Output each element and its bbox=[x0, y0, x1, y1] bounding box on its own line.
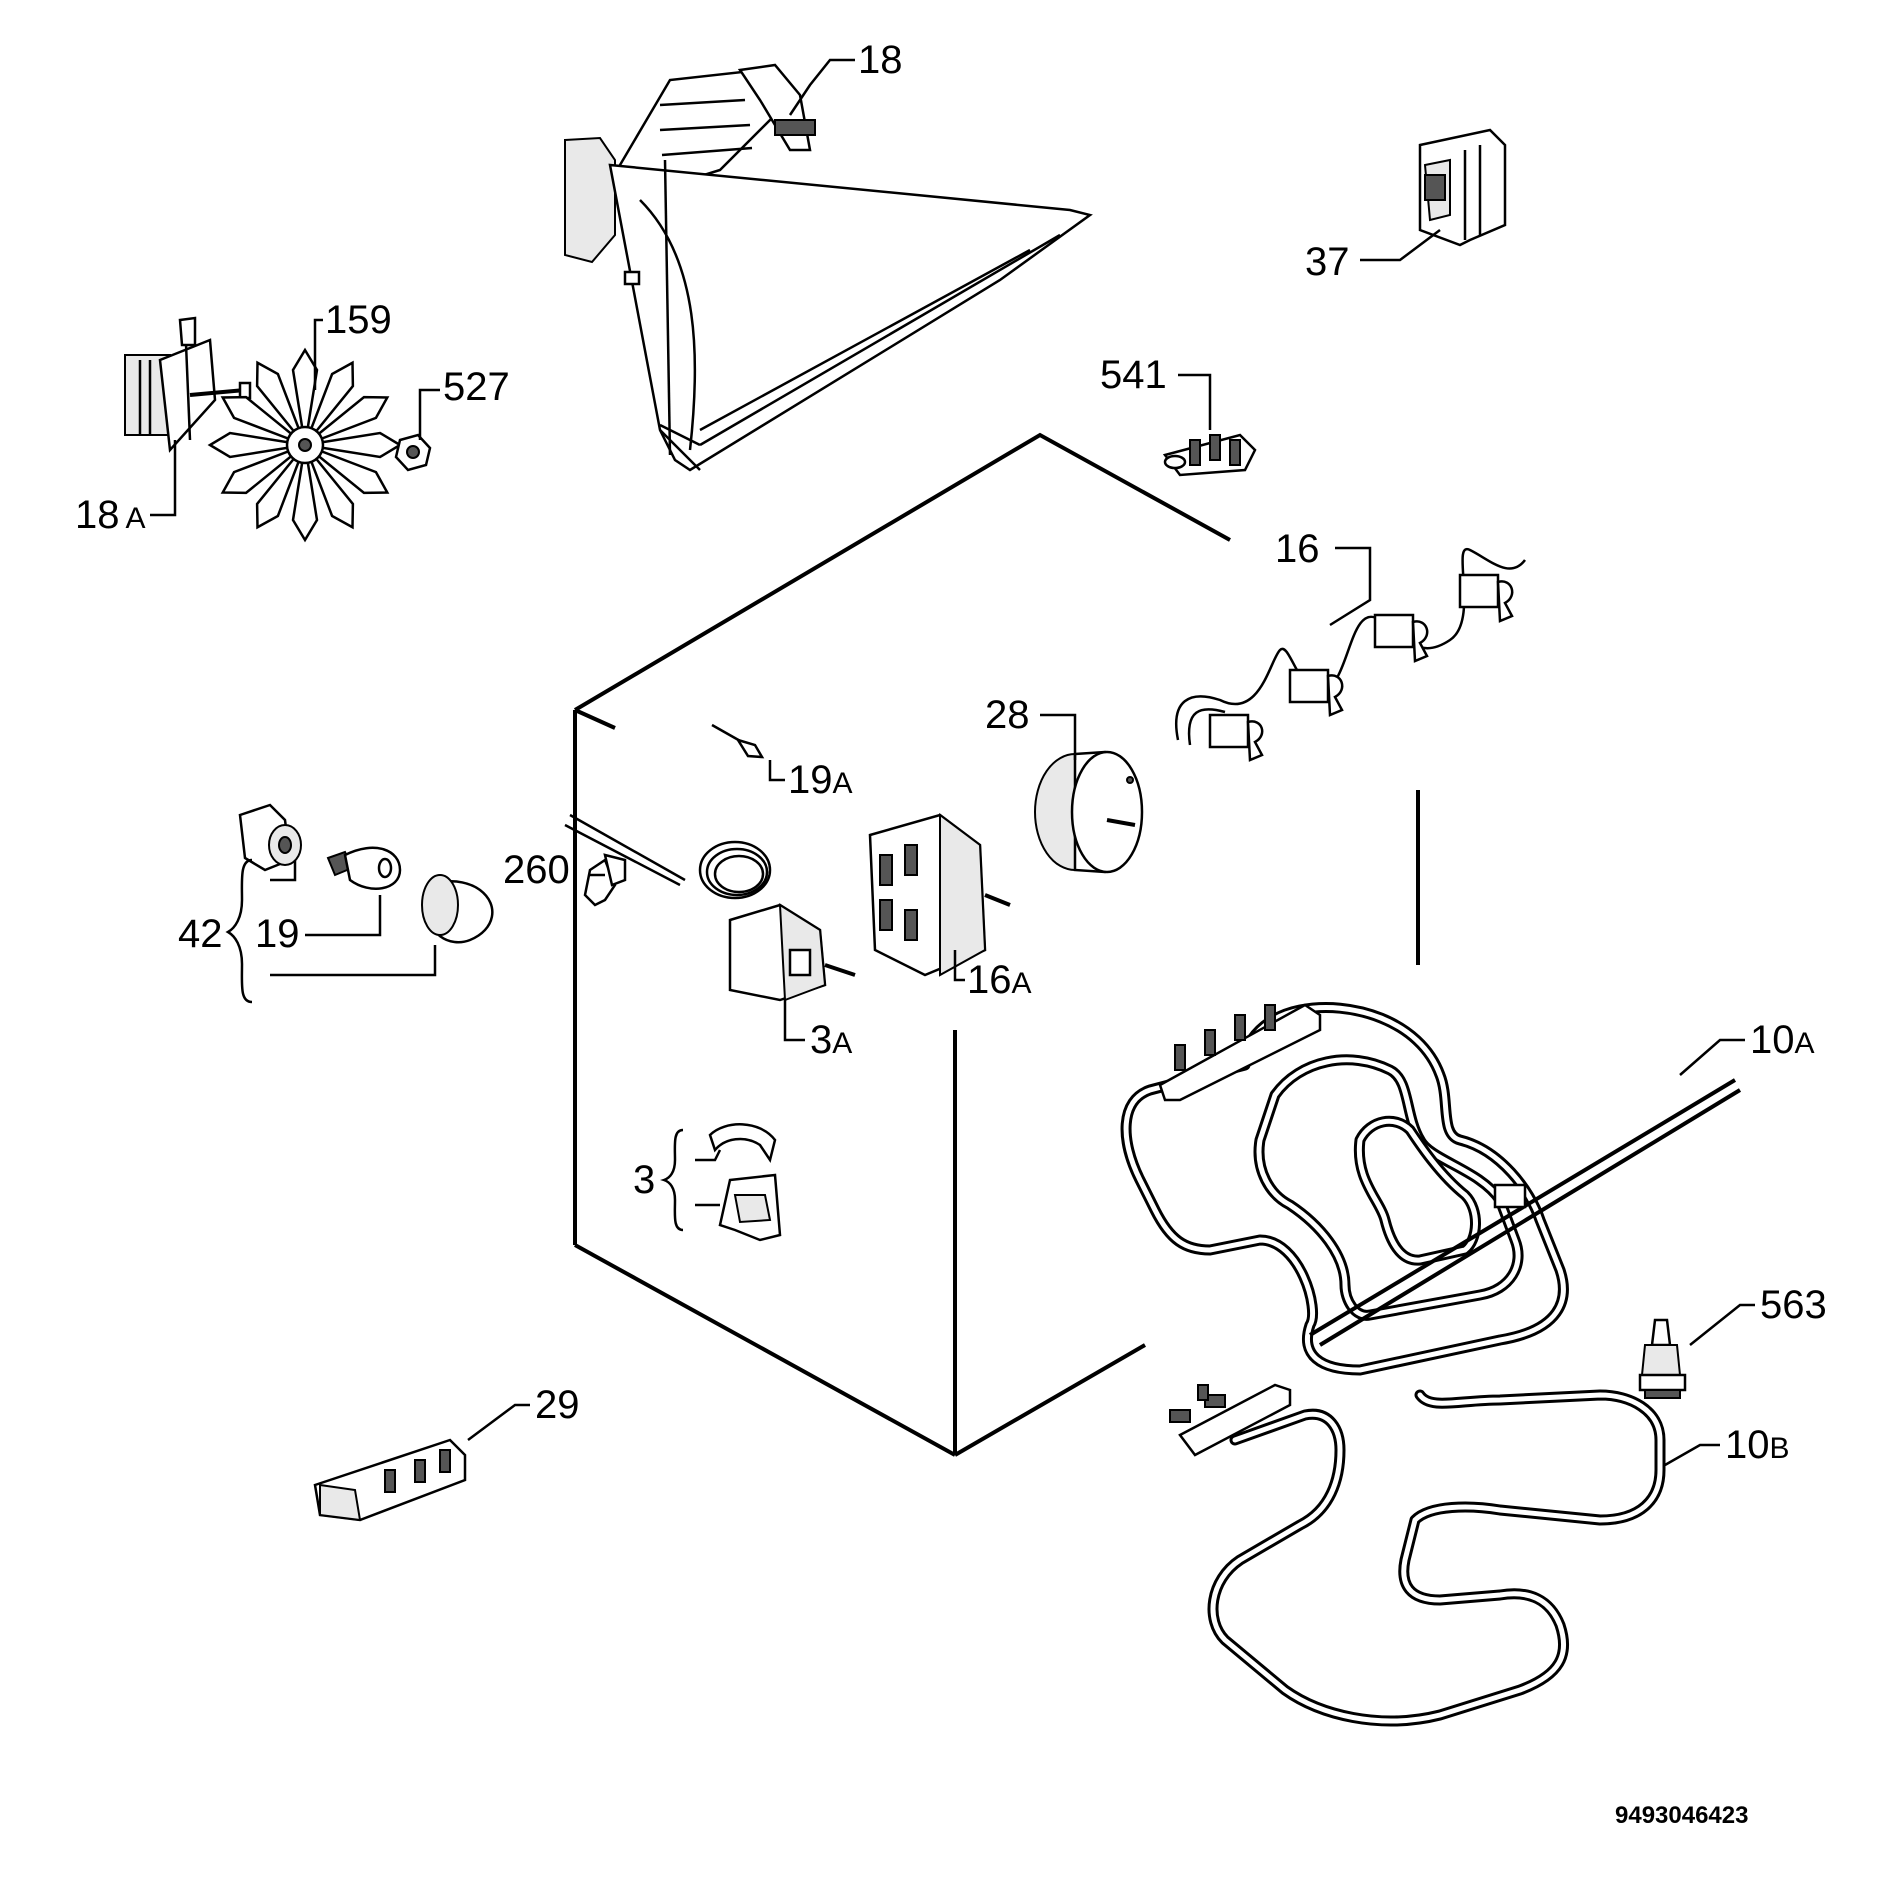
callout-29: 29 bbox=[535, 1383, 580, 1427]
part-42-lamp-holder bbox=[238, 803, 302, 872]
part-563-foot bbox=[1638, 1318, 1687, 1399]
part-18a-fan-motor bbox=[124, 316, 252, 453]
callout-159: 159 bbox=[325, 298, 392, 342]
svg-text:42: 42 bbox=[178, 912, 223, 956]
part-10a-grill-element bbox=[1120, 1002, 1742, 1376]
svg-text:159: 159 bbox=[325, 298, 392, 342]
part-16a-selector-switch bbox=[868, 813, 1011, 977]
callout-19a: 19A bbox=[788, 758, 853, 802]
part-3a-thermostat bbox=[564, 813, 856, 1002]
part-10b-bottom-element bbox=[1169, 1383, 1666, 1727]
callout-16a: 16A bbox=[967, 958, 1032, 1002]
callout-16: 16 bbox=[1275, 527, 1320, 571]
svg-text:18A: 18A bbox=[75, 493, 146, 537]
callout-18: 18 bbox=[858, 38, 903, 82]
part-42-lamp-cover bbox=[421, 874, 494, 944]
svg-text:16: 16 bbox=[1275, 527, 1320, 571]
svg-text:37: 37 bbox=[1305, 240, 1350, 284]
part-28-timer bbox=[1034, 750, 1144, 874]
svg-text:19: 19 bbox=[255, 912, 300, 956]
part-3-clips bbox=[708, 1123, 782, 1242]
callout-42: 42 bbox=[178, 912, 223, 956]
part-159-fan-blade bbox=[207, 347, 403, 543]
part-16-wired-switches bbox=[1175, 548, 1526, 762]
callout-3: 3 bbox=[633, 1158, 655, 1202]
part-18-fan-duct bbox=[564, 63, 1093, 472]
part-260-clip bbox=[583, 853, 627, 907]
callout-10b: 10B bbox=[1725, 1423, 1790, 1467]
svg-text:19A: 19A bbox=[788, 758, 853, 802]
part-527-nut bbox=[394, 433, 432, 472]
brace-42 bbox=[225, 858, 253, 1004]
callout-10a: 10A bbox=[1750, 1018, 1815, 1062]
part-19-lamp-bulb bbox=[326, 846, 402, 890]
svg-text:28: 28 bbox=[985, 693, 1030, 737]
oven-cabinet-outline bbox=[573, 432, 1420, 1457]
callout-19: 19 bbox=[255, 912, 300, 956]
svg-text:10A: 10A bbox=[1750, 1018, 1815, 1062]
document-code: 9493046423 bbox=[1615, 1802, 1748, 1829]
svg-text:3: 3 bbox=[633, 1158, 655, 1202]
part-29-ignition-block bbox=[313, 1438, 467, 1522]
callout-527: 527 bbox=[443, 365, 510, 409]
svg-text:541: 541 bbox=[1100, 353, 1167, 397]
callout-260: 260 bbox=[503, 848, 570, 892]
svg-text:16A: 16A bbox=[967, 958, 1032, 1002]
svg-text:260: 260 bbox=[503, 848, 570, 892]
svg-text:3A: 3A bbox=[810, 1018, 852, 1062]
svg-text:29: 29 bbox=[535, 1383, 580, 1427]
callout-541: 541 bbox=[1100, 353, 1167, 397]
svg-text:10B: 10B bbox=[1725, 1423, 1790, 1467]
callout-37: 37 bbox=[1305, 240, 1350, 284]
svg-text:563: 563 bbox=[1760, 1283, 1827, 1327]
callout-3a: 3A bbox=[810, 1018, 852, 1062]
part-541-terminal-block bbox=[1162, 433, 1257, 477]
svg-text:527: 527 bbox=[443, 365, 510, 409]
callout-28: 28 bbox=[985, 693, 1030, 737]
part-37-bracket bbox=[1418, 128, 1507, 247]
callout-563: 563 bbox=[1760, 1283, 1827, 1327]
leader-lines bbox=[150, 58, 1755, 1467]
part-19a-probe bbox=[711, 723, 765, 759]
brace-3 bbox=[660, 1128, 684, 1232]
svg-text:18: 18 bbox=[858, 38, 903, 82]
